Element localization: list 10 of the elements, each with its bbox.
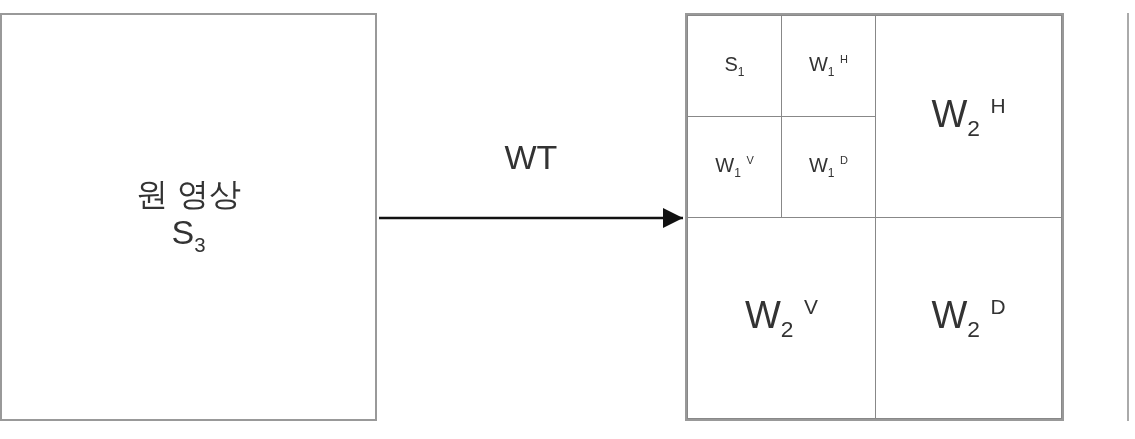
subband-cell xyxy=(687,217,876,419)
subband-cell xyxy=(875,217,1062,419)
subband-cell xyxy=(687,15,782,117)
subband-cell xyxy=(875,15,1062,218)
arrow xyxy=(379,208,683,228)
node-label: S$_{1}$ xyxy=(724,52,745,80)
node-label: S$_{3}$ xyxy=(171,213,206,258)
decomposition-box xyxy=(685,13,1064,421)
image-box xyxy=(0,13,377,421)
node-label: 원 영상 xyxy=(136,176,241,214)
